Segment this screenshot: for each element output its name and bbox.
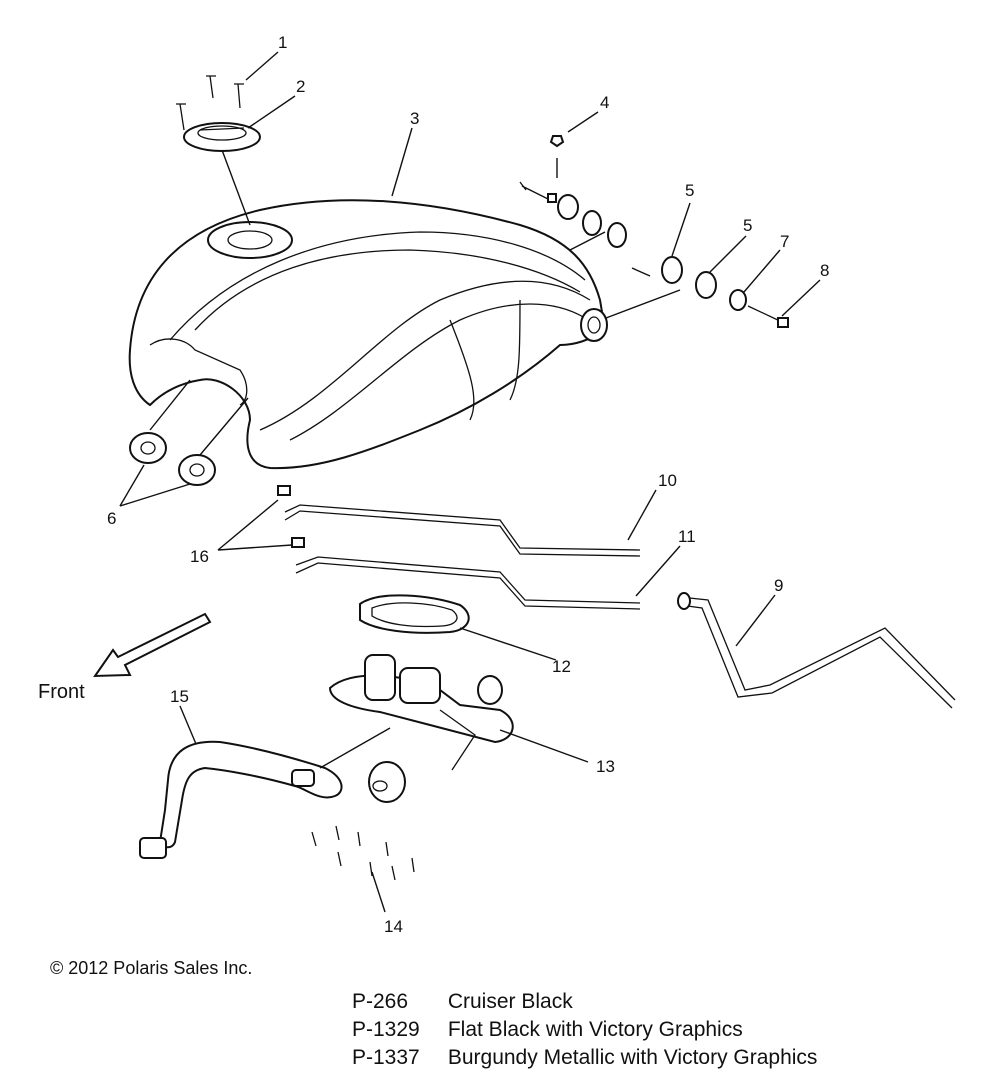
fuel-line-10 — [284, 504, 641, 557]
pump-screws — [311, 825, 415, 881]
hose-clamps — [277, 485, 305, 548]
callout-11: 11 — [678, 527, 696, 546]
variant-list: P-266 Cruiser Black P-1329 Flat Black wi… — [352, 988, 817, 1072]
front-arrow-icon — [93, 612, 212, 678]
callout-3: 3 — [410, 109, 419, 128]
variant-row: P-266 Cruiser Black — [352, 988, 817, 1016]
callout-4: 4 — [600, 93, 609, 112]
callout-12: 12 — [552, 657, 571, 676]
callout-5-a: 5 — [685, 181, 694, 200]
mount-bolt-rear — [747, 305, 789, 328]
fuel-line-11 — [295, 556, 641, 610]
callout-7: 7 — [780, 232, 789, 251]
callout-10: 10 — [658, 471, 677, 490]
callout-14: 14 — [384, 917, 403, 936]
mount-nut — [549, 135, 565, 178]
callout-9: 9 — [774, 576, 783, 595]
variant-code: P-266 — [352, 990, 409, 1013]
copyright-notice: © 2012 Polaris Sales Inc. — [50, 958, 253, 978]
tank-grommets — [129, 432, 216, 486]
callout-5-b: 5 — [743, 216, 752, 235]
callout-15: 15 — [170, 687, 189, 706]
fuel-hose-assembly — [139, 740, 343, 859]
callout-2: 2 — [296, 77, 305, 96]
callout-leaders — [119, 51, 821, 913]
callout-16: 16 — [190, 547, 209, 566]
callout-13: 13 — [596, 757, 615, 776]
mount-washer — [729, 289, 747, 311]
variant-row: P-1329 Flat Black with Victory Graphics — [352, 1016, 817, 1044]
variant-row: P-1337 Burgundy Metallic with Victory Gr… — [352, 1044, 817, 1072]
mount-grommets — [582, 210, 717, 299]
mount-bolt-front — [519, 181, 557, 203]
fuel-tank — [128, 199, 608, 470]
variant-description: Burgundy Metallic with Victory Graphics — [447, 1046, 818, 1069]
variant-code: P-1337 — [352, 1046, 420, 1069]
variant-description: Cruiser Black — [447, 990, 573, 1013]
cap-screws — [176, 75, 244, 131]
pump-gasket — [359, 594, 470, 634]
callout-numbers: 1 2 3 4 5 5 6 7 8 9 10 11 12 13 14 15 16 — [107, 33, 829, 936]
callout-6: 6 — [107, 509, 116, 528]
variant-description: Flat Black with Victory Graphics — [447, 1018, 743, 1041]
mount-spacer — [557, 194, 579, 220]
fuel-pump-assembly — [328, 654, 514, 803]
callout-8: 8 — [820, 261, 829, 280]
callout-1: 1 — [278, 33, 287, 52]
vent-hose — [677, 592, 956, 709]
front-label: Front — [38, 681, 85, 703]
variant-code: P-1329 — [352, 1018, 420, 1041]
